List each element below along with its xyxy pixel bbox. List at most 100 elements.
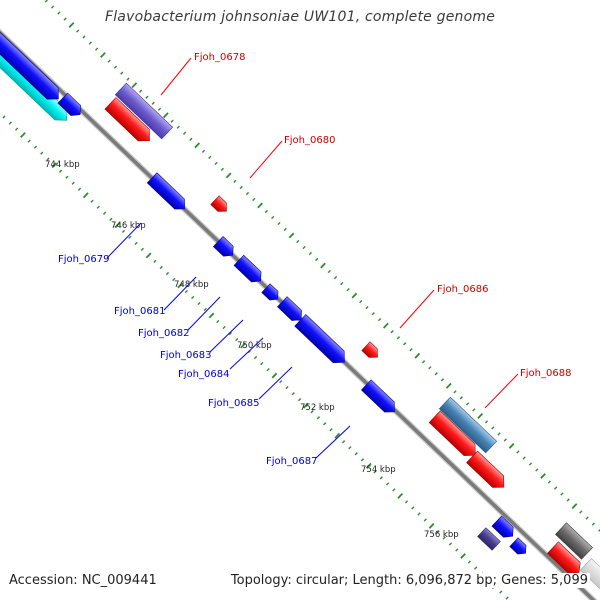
tick-mark [8, 121, 12, 125]
tick-mark [417, 512, 421, 516]
tick-mark [316, 416, 321, 420]
tick-mark [560, 492, 564, 496]
gene-forward-after-0688[interactable] [466, 450, 510, 493]
gene-reverse-top-left[interactable] [0, 22, 64, 105]
gene-reverse-small-1[interactable] [57, 92, 85, 120]
leader-line-fjoh-0688 [484, 373, 519, 409]
map-title: Flavobacterium johnsoniae UW101, complet… [104, 9, 496, 25]
gene-fjoh-0685[interactable] [294, 314, 350, 369]
tick-mark [51, 162, 58, 169]
tick-mark [340, 281, 344, 286]
tick-mark [403, 342, 407, 346]
gene-fjoh-0683[interactable] [261, 283, 282, 304]
tick-mark [271, 372, 278, 379]
tick-mark [528, 462, 533, 466]
tick-mark [240, 342, 246, 349]
tick-mark [279, 380, 283, 384]
tick-mark [396, 336, 401, 340]
tick-mark [397, 492, 404, 499]
tick-mark [203, 307, 207, 312]
tick-mark [68, 22, 75, 29]
tick-mark [333, 275, 338, 280]
gene-fjoh-0679[interactable] [146, 172, 189, 214]
tick-mark [359, 300, 363, 304]
tick-mark [499, 590, 503, 594]
tick-mark [134, 241, 138, 245]
tick-mark [448, 542, 453, 546]
tick-mark [379, 476, 383, 480]
gene-fjoh-0678[interactable] [104, 97, 155, 147]
tick-mark [65, 175, 69, 179]
gene-fjoh-0687[interactable] [360, 379, 399, 417]
gene-gray-feature[interactable] [555, 522, 593, 560]
leader-line-fjoh-0685 [258, 366, 293, 400]
gene-fjoh-0681[interactable] [212, 235, 237, 260]
tick-mark [46, 157, 50, 161]
gene-reverse-bottom-1[interactable] [491, 515, 518, 541]
tick-mark [172, 277, 176, 282]
gene-steel-feature[interactable] [438, 396, 498, 454]
tick-mark [266, 368, 270, 372]
gene-reverse-bottom-2[interactable] [509, 537, 530, 558]
tick-mark [472, 408, 476, 412]
gene-label-fjoh-0688[interactable]: Fjoh_0688 [520, 368, 571, 379]
tick-mark [159, 265, 163, 270]
tick-mark [222, 325, 226, 330]
tick-mark [131, 82, 138, 89]
tick-mark [414, 352, 421, 359]
tick-mark [162, 112, 169, 119]
tick-mark [291, 392, 295, 396]
gene-fjoh-0684[interactable] [277, 296, 305, 325]
gene-fjoh-0682[interactable] [233, 254, 265, 286]
kbp-label-746: 746 kbp [111, 221, 146, 231]
tick-mark [176, 125, 180, 129]
tick-mark [208, 312, 215, 319]
tick-mark [428, 366, 432, 370]
tick-mark [245, 191, 250, 196]
gene-label-fjoh-0687[interactable]: Fjoh_0687 [266, 456, 317, 467]
tick-mark [382, 322, 389, 329]
tick-mark [283, 227, 287, 232]
tick-mark [20, 132, 26, 139]
tick-mark [107, 59, 111, 63]
gene-label-fjoh-0685[interactable]: Fjoh_0685 [208, 398, 259, 409]
tick-mark [423, 518, 427, 522]
gene-label-fjoh-0679[interactable]: Fjoh_0679 [58, 254, 109, 265]
gene-label-fjoh-0678[interactable]: Fjoh_0678 [194, 52, 245, 63]
tick-mark [182, 131, 187, 135]
tick-mark [82, 35, 86, 39]
tick-row-forward [44, 0, 600, 532]
gene-dark-purple-feature[interactable] [477, 527, 501, 551]
tick-mark [100, 52, 106, 59]
gene-fjoh-0680[interactable] [210, 195, 231, 216]
tick-mark [585, 516, 589, 520]
tick-mark [296, 239, 300, 244]
gene-purple-feature[interactable] [114, 82, 174, 140]
gene-label-fjoh-0680[interactable]: Fjoh_0680 [284, 135, 335, 146]
gene-fjoh-0688[interactable] [428, 410, 481, 461]
gene-light-gray-feature[interactable] [579, 558, 600, 590]
tick-mark [257, 202, 263, 209]
gene-fjoh-0686[interactable] [361, 341, 382, 362]
tick-mark [189, 137, 193, 141]
gene-label-fjoh-0686[interactable]: Fjoh_0686 [437, 284, 488, 295]
tick-mark [409, 348, 413, 352]
tick-mark [455, 548, 459, 552]
gene-label-fjoh-0683[interactable]: Fjoh_0683 [160, 350, 211, 361]
forward-gene-labels: Fjoh_0678 Fjoh_0680 Fjoh_0686 Fjoh_0688 [160, 52, 571, 409]
tick-mark [327, 269, 331, 274]
tick-mark [157, 107, 162, 111]
forward-strand-features [104, 82, 600, 590]
gene-label-fjoh-0682[interactable]: Fjoh_0682 [138, 328, 189, 339]
tick-mark [360, 458, 365, 462]
kbp-labels: 744 kbp 746 kbp 748 kbp 750 kbp 752 kbp … [45, 160, 459, 540]
tick-mark [194, 142, 201, 149]
tick-mark [392, 488, 396, 492]
gene-label-fjoh-0684[interactable]: Fjoh_0684 [178, 369, 229, 380]
tick-mark [571, 503, 578, 510]
gene-label-fjoh-0681[interactable]: Fjoh_0681 [114, 306, 165, 317]
tick-mark [63, 17, 67, 21]
tick-mark [253, 355, 258, 360]
tick-mark [428, 522, 435, 529]
tick-mark [2, 115, 6, 119]
